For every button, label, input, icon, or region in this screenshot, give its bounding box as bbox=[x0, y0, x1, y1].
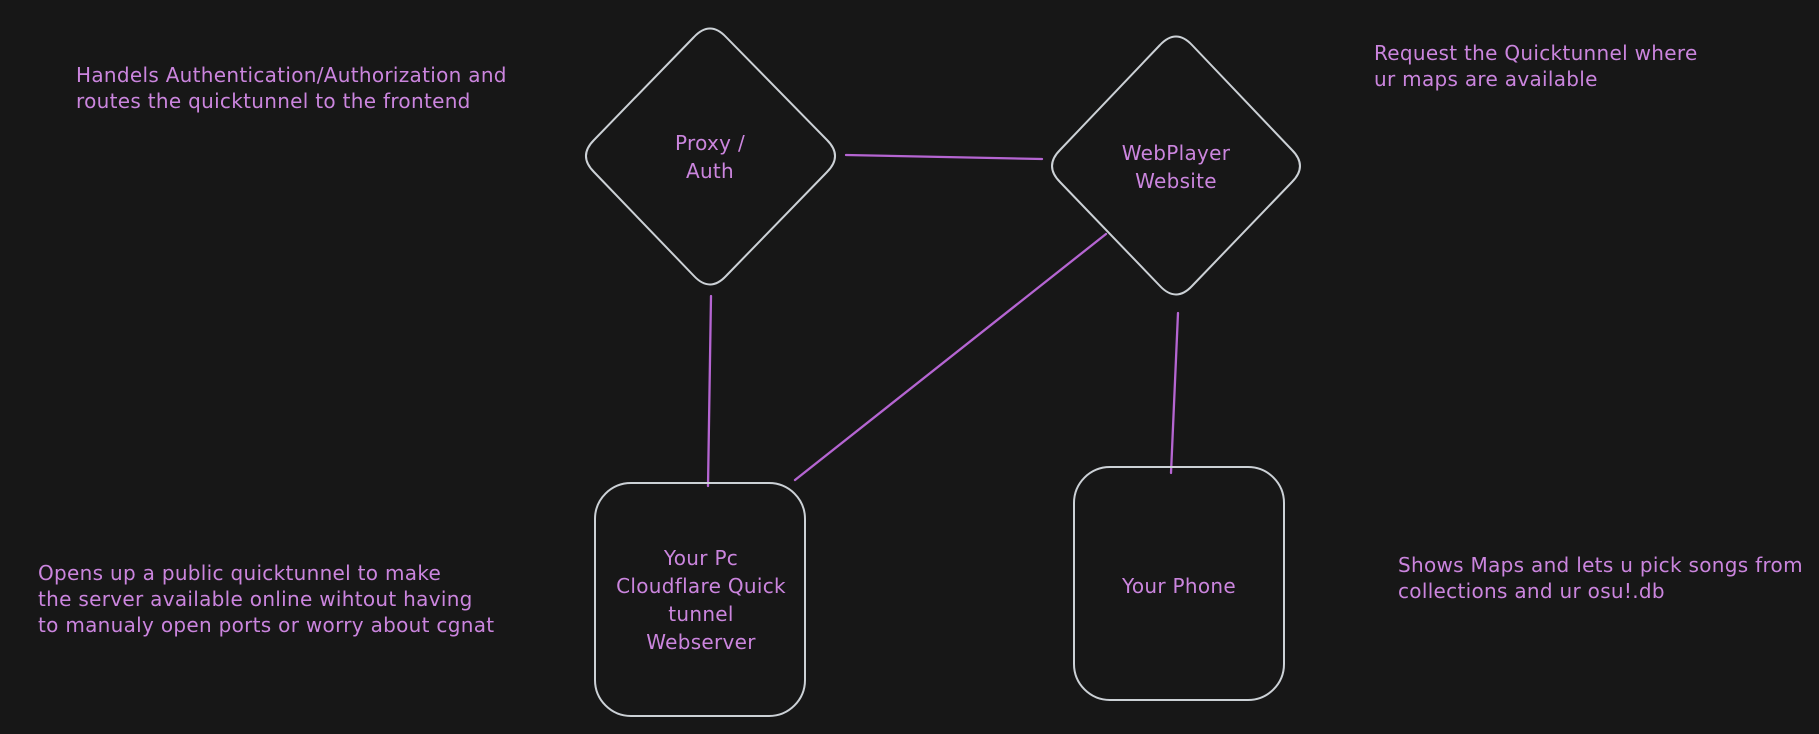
edge-webplayer-to-phone[interactable] bbox=[1169, 311, 1180, 475]
node-your-pc-rect[interactable] bbox=[594, 482, 806, 717]
annotation-quicktunnel-description[interactable]: Opens up a public quicktunnel to make th… bbox=[38, 561, 495, 637]
annotation-webplayer-request-description[interactable]: Request the Quicktunnel where ur maps ar… bbox=[1374, 41, 1698, 91]
node-your-phone-rect[interactable] bbox=[1073, 466, 1285, 701]
annotation-proxy-auth-description[interactable]: Handels Authentication/Authorization and… bbox=[76, 63, 507, 113]
annotation-phone-maps-description[interactable]: Shows Maps and lets u pick songs from co… bbox=[1398, 553, 1803, 603]
edge-webplayer-to-pc[interactable] bbox=[793, 232, 1108, 482]
edge-proxy-to-pc[interactable] bbox=[706, 294, 713, 488]
edge-proxy-to-webplayer[interactable] bbox=[844, 153, 1044, 161]
node-proxy-auth-diamond[interactable] bbox=[585, 27, 836, 286]
node-webplayer-website-diamond[interactable] bbox=[1051, 35, 1301, 296]
